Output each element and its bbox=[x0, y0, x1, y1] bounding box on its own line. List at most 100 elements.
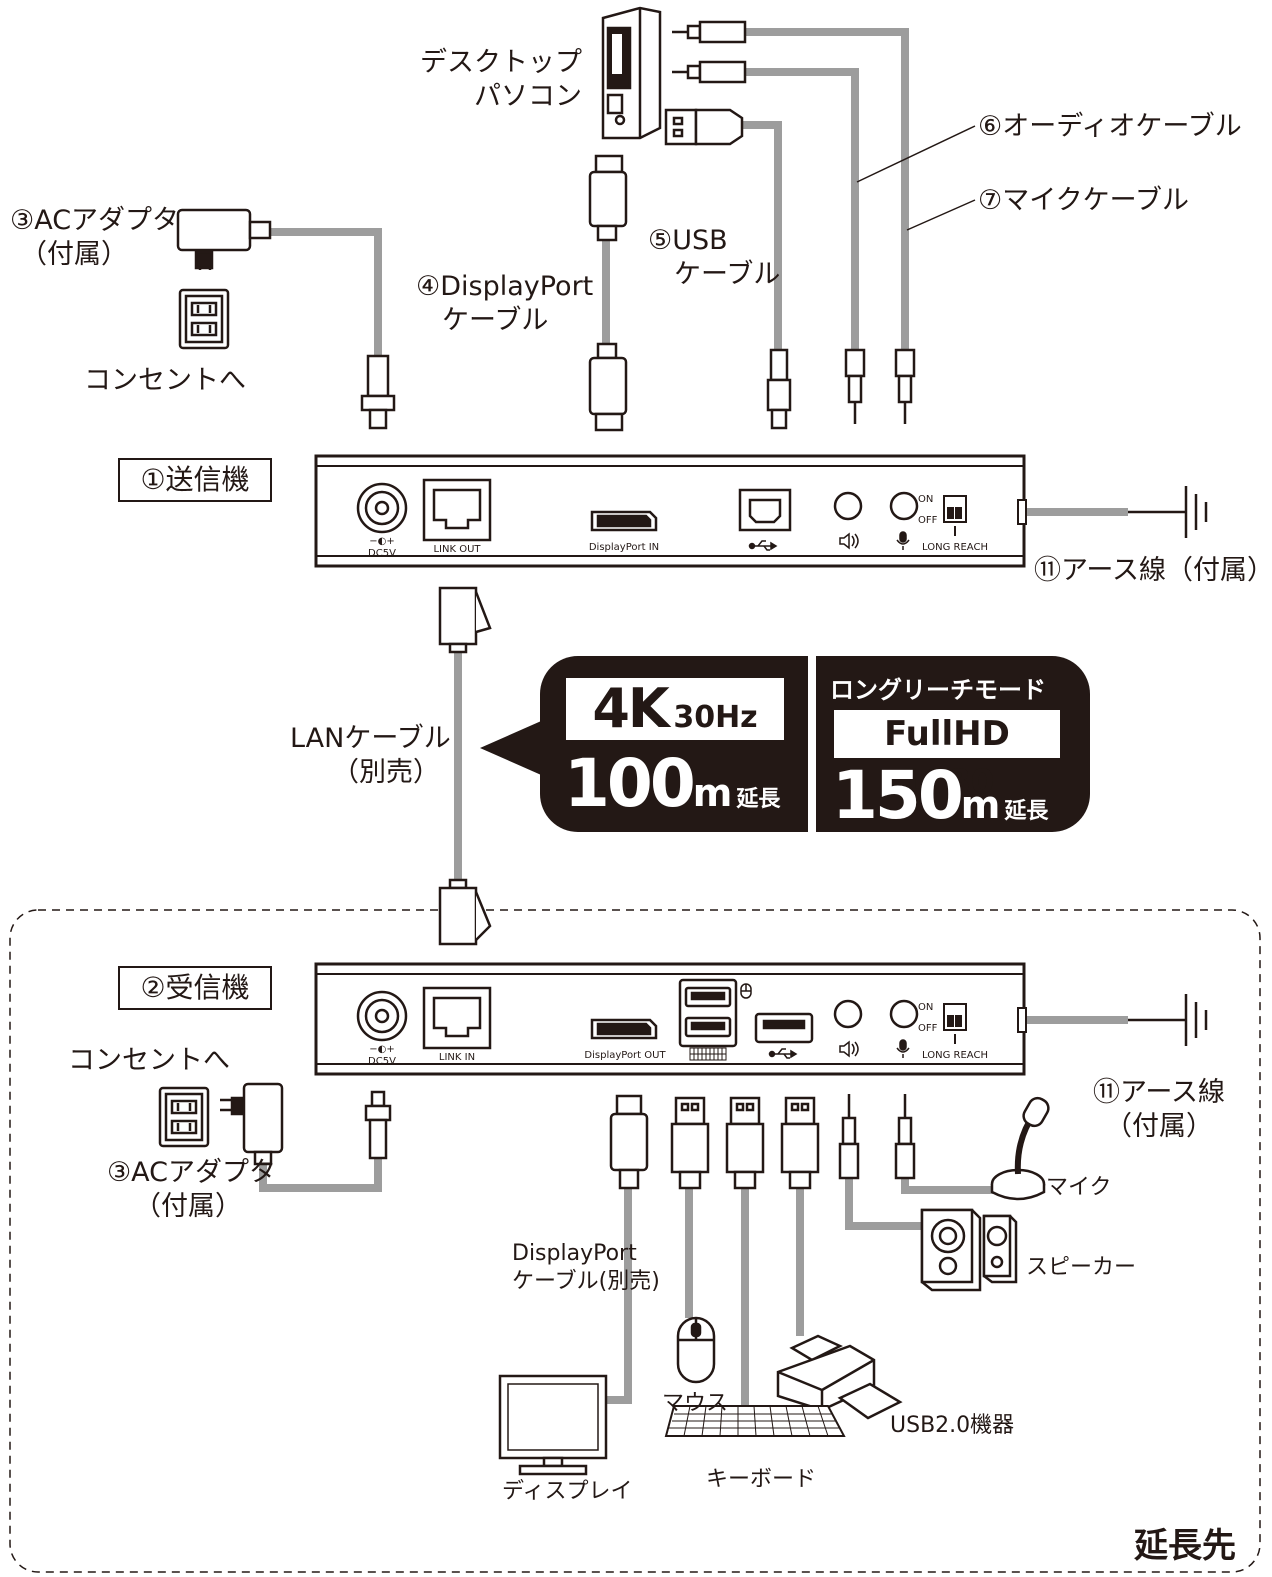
tx-usb-b-port bbox=[738, 488, 792, 532]
mouse-icon bbox=[676, 1316, 716, 1384]
dp-plug-bottom bbox=[609, 1094, 649, 1190]
tx-dp-in-label: DisplayPort IN bbox=[588, 542, 660, 553]
usb-plug-top bbox=[664, 108, 744, 146]
tx-polarity-label: −◐+ bbox=[369, 536, 395, 547]
tx-audio-jacks bbox=[833, 491, 919, 521]
mic-label: マイク bbox=[1046, 1175, 1112, 1200]
mic-cable-label: ⑦マイクケーブル bbox=[978, 185, 1190, 216]
outlet-top-label: コンセントへ bbox=[84, 365, 246, 396]
tx-dp-port bbox=[590, 510, 658, 532]
keyboard-small-icon bbox=[689, 1047, 727, 1061]
earth-terminal-rx bbox=[1017, 1007, 1027, 1033]
tx-off-label: OFF bbox=[918, 515, 938, 526]
hz-text: 30Hz bbox=[673, 700, 758, 735]
rx-dc-jack bbox=[356, 990, 408, 1042]
ground-symbol-top bbox=[1128, 486, 1208, 538]
lan-plug-lower bbox=[438, 878, 492, 946]
rx-link-in-label: LINK IN bbox=[438, 1052, 476, 1063]
rx-dp-out-label: DisplayPort OUT bbox=[584, 1050, 666, 1061]
ac-adapter-bottom-icon bbox=[220, 1082, 284, 1166]
usb-icon-rx bbox=[768, 1048, 798, 1059]
extension-region-border bbox=[9, 909, 1261, 1573]
mic-small-icon bbox=[896, 531, 910, 550]
outlet-bottom-icon bbox=[158, 1086, 210, 1148]
audio-cable-line bbox=[745, 68, 859, 350]
rx-rj45-port bbox=[422, 986, 492, 1050]
res-4k-text: 4K bbox=[592, 677, 669, 740]
dist-150-text: 150 bbox=[832, 757, 964, 834]
tx-on-label: ON bbox=[918, 494, 934, 505]
keyboard-label: キーボード bbox=[706, 1467, 817, 1492]
unit-m-left: m bbox=[692, 771, 733, 815]
lan-plug-upper bbox=[438, 586, 492, 654]
earth-terminal-tx bbox=[1017, 499, 1027, 525]
receiver-label: ②受信機 bbox=[118, 966, 272, 1010]
earth-bottom-label: ⑪アース線（付属） bbox=[1092, 1077, 1226, 1142]
ac-adapter-bottom-label: ③ACアダプタ（付属） bbox=[106, 1157, 276, 1222]
speaker-cable-line bbox=[845, 1178, 922, 1230]
usb-plug-printer bbox=[780, 1096, 820, 1190]
speaker-small-icon bbox=[839, 532, 859, 550]
ac-cable-line-top bbox=[270, 228, 382, 358]
dp-plug-upper bbox=[588, 154, 628, 242]
rx-long-reach-label: LONG REACH bbox=[922, 1050, 988, 1061]
audio-plugs-tx bbox=[844, 348, 916, 424]
extension-left-text: 延長 bbox=[736, 787, 781, 812]
mic-bottom-cable-line bbox=[901, 1178, 995, 1194]
rx-audio-jacks bbox=[833, 999, 919, 1029]
printer-icon bbox=[776, 1334, 903, 1420]
usb-device-label: USB2.0機器 bbox=[890, 1413, 1015, 1438]
audio-plugs-rx bbox=[838, 1094, 916, 1180]
ground-symbol-bottom bbox=[1128, 994, 1208, 1046]
tx-dc-jack bbox=[356, 482, 408, 534]
audio-leader bbox=[856, 125, 976, 183]
audio-plug-top bbox=[672, 20, 747, 84]
long-reach-title: ロングリーチモード bbox=[830, 676, 1046, 704]
badge-divider bbox=[808, 656, 816, 832]
rx-dip-switch bbox=[943, 1003, 967, 1044]
usb-plug-keyboard bbox=[725, 1096, 765, 1190]
extension-end-label: 延長先 bbox=[1134, 1526, 1236, 1566]
rx-dc-label: DC5V bbox=[368, 1056, 396, 1067]
desktop-pc-label: デスクトップパソコン bbox=[420, 47, 582, 112]
mouse-label: マウス bbox=[662, 1391, 729, 1416]
microphone-icon bbox=[990, 1096, 1050, 1201]
unit-m-right: m bbox=[960, 783, 1001, 827]
dc-plug-top bbox=[360, 354, 396, 430]
tx-rj45-port bbox=[422, 478, 492, 542]
rx-usb-a-port bbox=[754, 1012, 814, 1044]
speaker-icon bbox=[920, 1208, 1018, 1292]
extension-right-text: 延長 bbox=[1004, 799, 1049, 824]
speaker-small-icon-rx bbox=[839, 1040, 859, 1058]
usb-icon-tx bbox=[748, 540, 778, 551]
speaker-label: スピーカー bbox=[1026, 1255, 1137, 1280]
ac-adapter-top-label: ③ACアダプタ（付属） bbox=[10, 205, 180, 270]
usb-cable-line bbox=[740, 121, 782, 350]
mic-cable-line bbox=[745, 28, 909, 350]
rx-on-label: ON bbox=[918, 1002, 934, 1013]
res-4k-box: 4K 30Hz bbox=[566, 678, 784, 740]
dist-100-text: 100 bbox=[564, 745, 696, 822]
usb-b-plug bbox=[766, 348, 792, 430]
rx-polarity-label: −◐+ bbox=[369, 1044, 395, 1055]
display-label: ディスプレイ bbox=[502, 1479, 633, 1504]
tx-dc-label: DC5V bbox=[368, 548, 396, 559]
dc-plug-bottom bbox=[364, 1090, 392, 1160]
usb-plug-mouse bbox=[670, 1096, 710, 1190]
outlet-top-icon bbox=[178, 288, 230, 350]
keyboard-icon bbox=[664, 1405, 846, 1437]
lan-cable-label: LANケーブル（別売） bbox=[290, 723, 451, 788]
audio-cable-label: ⑥オーディオケーブル bbox=[978, 111, 1242, 142]
display-icon bbox=[498, 1374, 608, 1476]
mic-small-icon-rx bbox=[896, 1039, 910, 1058]
earth-top-label: ⑪アース線（付属） bbox=[1034, 555, 1272, 586]
rx-off-label: OFF bbox=[918, 1023, 938, 1034]
tx-link-out-label: LINK OUT bbox=[433, 544, 481, 555]
